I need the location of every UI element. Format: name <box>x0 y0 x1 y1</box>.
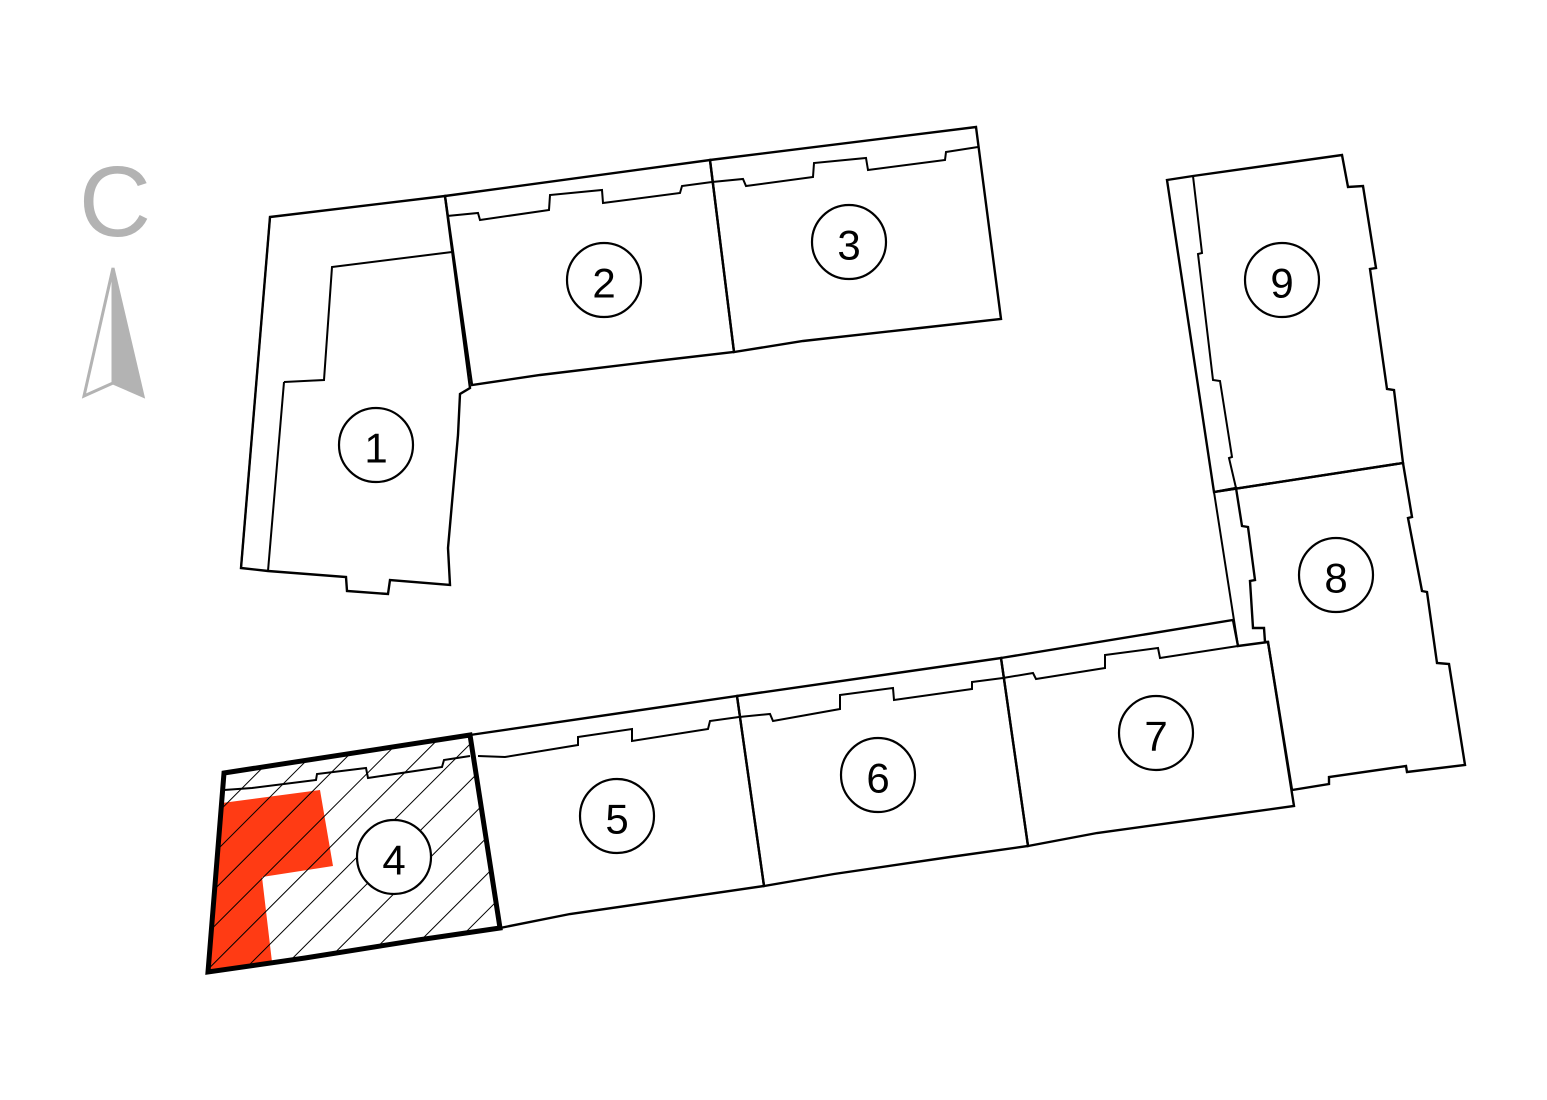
section-6-badge: 6 <box>839 736 917 814</box>
section-6-label: 6 <box>866 755 889 802</box>
compass: С <box>79 146 151 399</box>
section-8-label: 8 <box>1324 555 1347 602</box>
section-2-badge: 2 <box>565 241 643 319</box>
section-7-label: 7 <box>1144 713 1167 760</box>
north-arrow-icon <box>81 267 146 399</box>
section-5[interactable]: 5 <box>468 694 766 930</box>
section-8[interactable]: 8 <box>1213 461 1467 792</box>
section-1-label: 1 <box>364 425 387 472</box>
section-1[interactable]: 1 <box>239 194 472 596</box>
section-7[interactable]: 7 <box>999 618 1296 848</box>
section-9-label: 9 <box>1270 260 1293 307</box>
section-3-label: 3 <box>837 222 860 269</box>
section-5-badge: 5 <box>578 777 656 855</box>
section-5-label: 5 <box>605 796 628 843</box>
section-4-hatch <box>208 735 500 972</box>
section-9-badge: 9 <box>1243 241 1321 319</box>
section-3-badge: 3 <box>810 203 888 281</box>
section-2-label: 2 <box>592 260 615 307</box>
compass-letter: С <box>79 146 151 258</box>
section-9[interactable]: 9 <box>1165 153 1405 647</box>
section-3[interactable]: 3 <box>708 125 1003 354</box>
section-4-label: 4 <box>382 837 405 884</box>
section-2[interactable]: 2 <box>443 158 736 387</box>
section-1-badge: 1 <box>337 406 415 484</box>
section-6[interactable]: 6 <box>735 656 1030 888</box>
section-8-badge: 8 <box>1297 536 1375 614</box>
section-4-badge: 4 <box>355 818 433 896</box>
section-4[interactable]: 4 <box>200 720 510 980</box>
section-7-badge: 7 <box>1117 694 1195 772</box>
